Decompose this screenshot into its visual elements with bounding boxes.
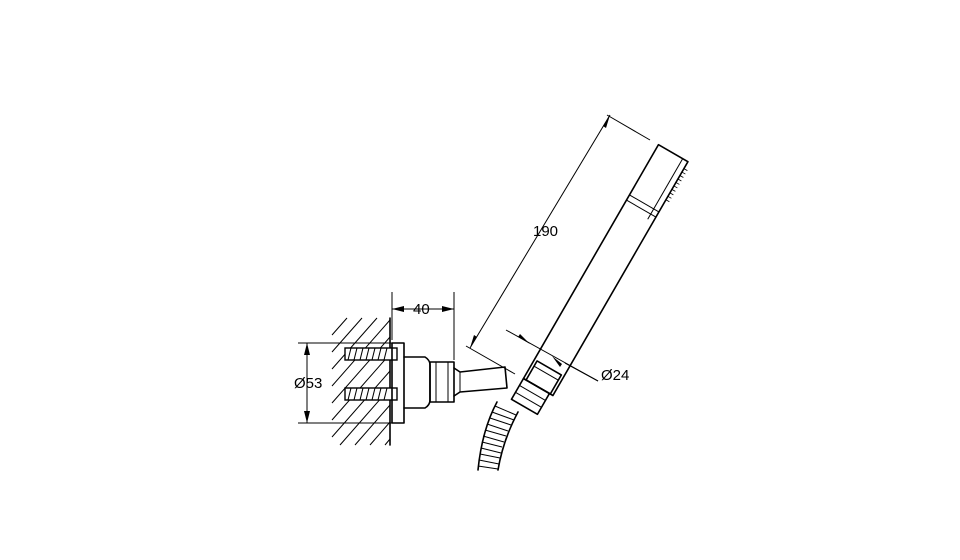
wall-screw-lower [344, 387, 398, 401]
dimension-length [465, 114, 651, 375]
wall-screw-upper [344, 347, 398, 361]
dimension-diameter-flange-label: Ø53 [294, 375, 322, 392]
wall-hatching [331, 317, 391, 446]
dimension-projection-label: 40 [413, 301, 430, 318]
dimension-length-label: 190 [533, 223, 558, 240]
wall-holder [391, 342, 508, 424]
dimension-diameter-flange [298, 342, 392, 424]
dimension-diameter-head [505, 329, 599, 382]
dimension-projection [391, 292, 455, 360]
shower-hose [477, 401, 519, 471]
dimension-diameter-head-label: Ø24 [601, 367, 629, 384]
hand-shower [510, 143, 689, 416]
